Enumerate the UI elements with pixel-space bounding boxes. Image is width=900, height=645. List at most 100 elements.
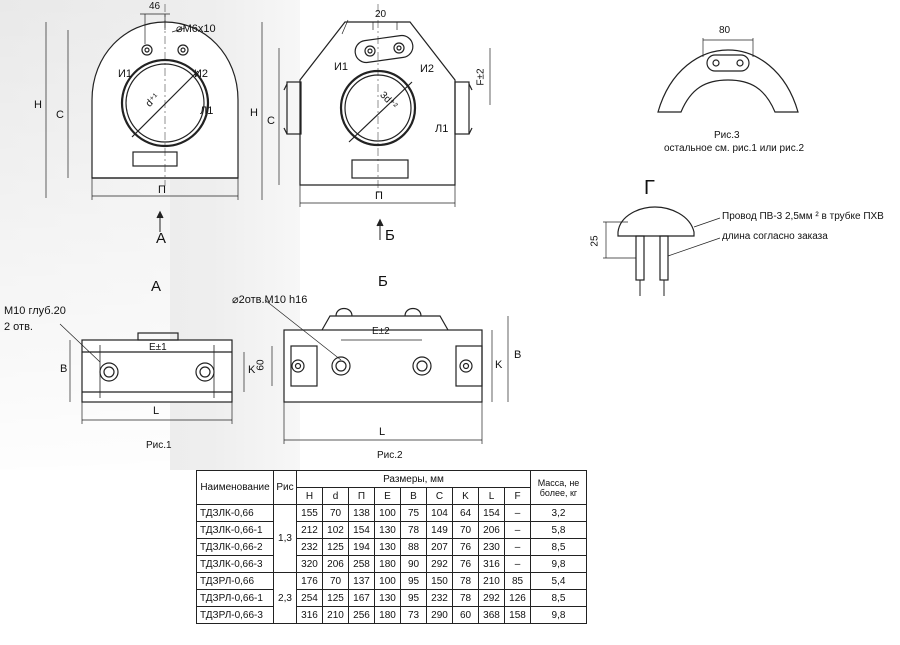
column-header: d — [322, 487, 349, 505]
section-a-dim-l: L — [153, 405, 160, 417]
fig2-dim-p: П — [375, 190, 383, 202]
section-a-body — [59, 323, 245, 424]
fig1-label-i2: И2 — [194, 68, 209, 80]
fig1-dim-c: C — [56, 109, 64, 121]
mass-cell: 9,8 — [530, 555, 587, 573]
fig2-view-b: Б — [385, 227, 395, 244]
fig1-thread-label: ⌀М6х10 — [176, 23, 216, 35]
table-row: ТДЗРЛ-0,66-3 316 210 256 180 73 290 60 3… — [196, 606, 587, 624]
cell: 104 — [426, 504, 453, 522]
cell: 78 — [400, 521, 427, 539]
cell: 95 — [400, 589, 427, 607]
section-b-dim-k: K — [495, 359, 503, 371]
fig1-dim-46: 46 — [149, 1, 161, 12]
mass-cell: 8,5 — [530, 538, 587, 556]
table-row: ТДЗРЛ-0,66-1 254 125 167 130 95 232 78 2… — [196, 589, 587, 607]
cell: 292 — [478, 589, 505, 607]
cell: 254 — [296, 589, 323, 607]
fig2-label-i2: И2 — [420, 63, 435, 75]
mass-cell: 5,4 — [530, 572, 587, 590]
fig2-body — [261, 4, 491, 240]
section-b-caption: Рис.2 — [377, 450, 403, 461]
cell: 154 — [348, 521, 375, 539]
detail-g-body — [603, 206, 721, 296]
table-row: ТДЗЛК-0,66 1,3 155 70 138 100 75 104 64 … — [196, 504, 587, 573]
column-header: H — [296, 487, 323, 505]
section-a-title: A — [151, 278, 162, 295]
fig2-dim-h: H — [250, 107, 258, 119]
cell: 90 — [400, 555, 427, 573]
cell: 320 — [296, 555, 323, 573]
row-name: ТДЗРЛ-0,66 — [196, 572, 274, 590]
section-a-note-holes: 2 отв. — [4, 321, 33, 333]
fig2-label-l1: Л1 — [435, 123, 449, 135]
cell: 158 — [504, 606, 531, 624]
column-header: B — [400, 487, 427, 505]
cell: 150 — [426, 572, 453, 590]
cell: 88 — [400, 538, 427, 556]
cell: 126 — [504, 589, 531, 607]
cell: 78 — [452, 572, 479, 590]
table-row: ТДЗЛК-0,66-3 320 206 258 180 90 292 76 3… — [196, 555, 587, 573]
cell: 64 — [452, 504, 479, 522]
header-fig: Рис — [273, 470, 297, 505]
mass-cell: 3,2 — [530, 504, 587, 522]
cell: 70 — [322, 504, 349, 522]
cell: 194 — [348, 538, 375, 556]
cell: 206 — [322, 555, 349, 573]
row-name: ТДЗЛК-0,66-3 — [196, 555, 274, 573]
cell: 70 — [452, 521, 479, 539]
section-a-dim-k: K — [248, 364, 256, 376]
cell: 100 — [374, 572, 401, 590]
header-mass: Масса, не более, кг — [530, 470, 587, 505]
cell: 76 — [452, 538, 479, 556]
cell: 316 — [296, 606, 323, 624]
cell: 256 — [348, 606, 375, 624]
cell: 76 — [452, 555, 479, 573]
fig1-label-l1: Л1 — [200, 105, 214, 117]
table-row: ТДЗРЛ-0,66 2,3 176 70 137 100 95 150 78 … — [196, 572, 587, 624]
section-b-title: Б — [378, 273, 388, 290]
detail-g-note-wire: Провод ПВ-3 2,5мм ² в трубке ПХВ — [722, 211, 884, 222]
cell: 138 — [348, 504, 375, 522]
section-a-dim-e: E±1 — [149, 342, 167, 353]
cell: 210 — [478, 572, 505, 590]
cell: 368 — [478, 606, 505, 624]
section-b-dim-60: 60 — [255, 359, 267, 371]
section-b-dim-l: L — [379, 426, 386, 438]
cell: 176 — [296, 572, 323, 590]
cell: 207 — [426, 538, 453, 556]
cell: 180 — [374, 555, 401, 573]
cell: 155 — [296, 504, 323, 522]
column-header: L — [478, 487, 505, 505]
cell: 102 — [322, 521, 349, 539]
fig-group: 1,3 — [273, 504, 297, 573]
column-header: K — [452, 487, 479, 505]
column-header: E — [374, 487, 401, 505]
fig2-label-i1: И1 — [334, 61, 349, 73]
fig1-label-i1: И1 — [118, 68, 133, 80]
fig1-dim-p: П — [158, 184, 166, 196]
cell: 125 — [322, 589, 349, 607]
fig3-caption: Рис.3 — [714, 130, 740, 141]
fig3-body — [657, 38, 799, 113]
fig3-dim-80: 80 — [719, 25, 731, 36]
section-b-dim-b: B — [514, 349, 522, 361]
section-b-dim-e: E±2 — [372, 326, 390, 337]
cell: 206 — [478, 521, 505, 539]
mass-cell: 9,8 — [530, 606, 587, 624]
cell: 100 — [374, 504, 401, 522]
section-b-body — [264, 299, 509, 444]
section-a-dim-b: B — [60, 363, 68, 375]
cell: – — [504, 555, 531, 573]
table-header-row: Наименование Рис Размеры, мм Масса, не б… — [196, 470, 587, 505]
cell: 316 — [478, 555, 505, 573]
detail-g-dim-25: 25 — [589, 235, 601, 247]
row-name: ТДЗРЛ-0,66-1 — [196, 589, 274, 607]
cell: 95 — [400, 572, 427, 590]
cell: – — [504, 521, 531, 539]
fig2-dim-c: C — [267, 115, 275, 127]
row-name: ТДЗЛК-0,66 — [196, 504, 274, 522]
fig1-body — [45, 4, 239, 232]
